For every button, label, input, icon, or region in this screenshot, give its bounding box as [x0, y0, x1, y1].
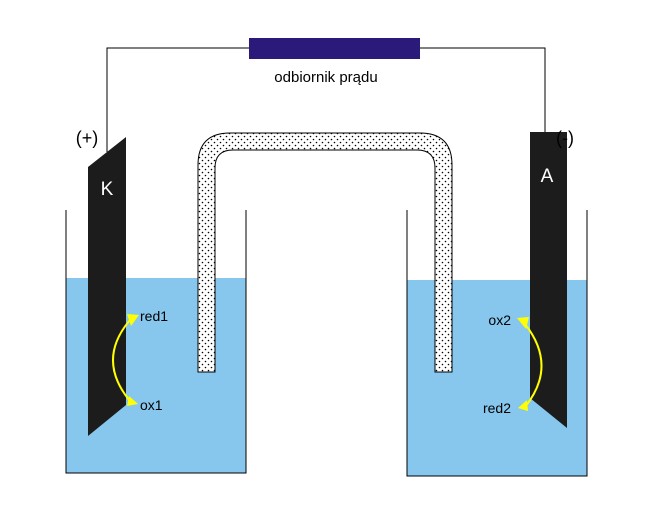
right-upper-species: ox2 — [488, 312, 511, 328]
wire-right — [420, 47, 546, 145]
right-redox-arrow — [524, 323, 543, 408]
left-redox-arrow — [112, 319, 131, 402]
right-beaker — [406, 210, 588, 477]
anode-label: A — [541, 166, 554, 187]
left-upper-species: red1 — [140, 308, 168, 324]
cathode-label: K — [101, 179, 114, 200]
positive-polarity-label: (+) — [76, 128, 99, 148]
left-lower-species: ox1 — [140, 397, 163, 413]
left-beaker — [65, 210, 247, 474]
left-arrow-head — [127, 314, 139, 326]
right-arrow-tail — [518, 400, 528, 411]
right-lower-species: red2 — [483, 400, 511, 416]
cathode-electrode — [88, 137, 126, 436]
current-load — [249, 38, 420, 59]
load-label: odbiornik prądu — [274, 69, 377, 86]
left-arrow-tail — [127, 396, 138, 406]
negative-polarity-label: (-) — [556, 128, 574, 148]
right-arrow-head — [517, 317, 529, 329]
salt-bridge — [197, 132, 453, 373]
wire-left — [106, 47, 250, 152]
